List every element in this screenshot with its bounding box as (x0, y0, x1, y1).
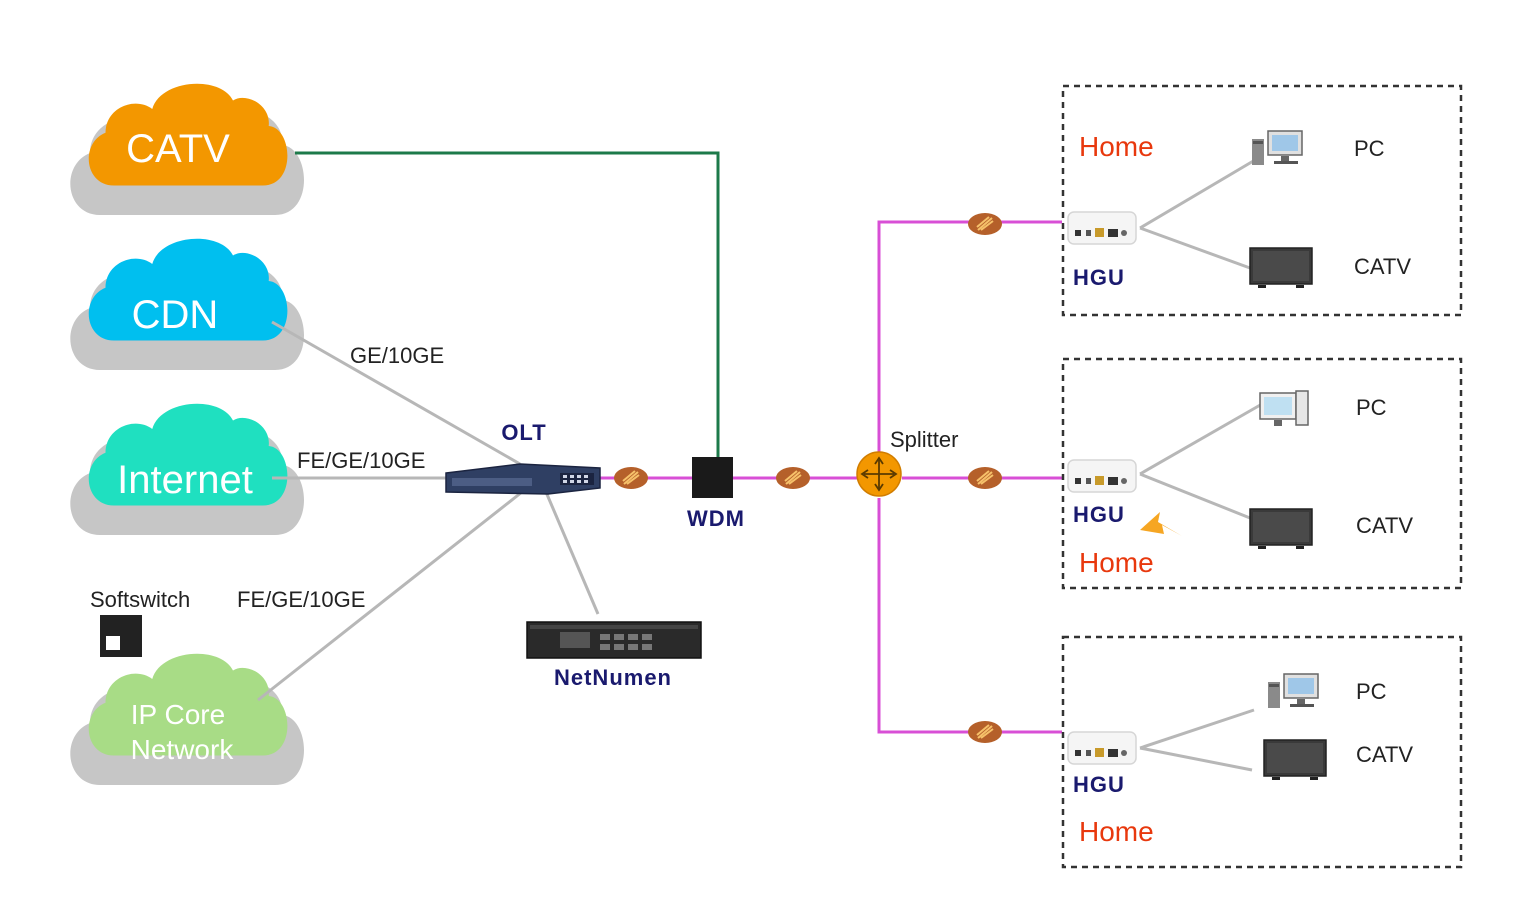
tv-icon (1249, 508, 1313, 550)
cdn-link-label: GE/10GE (350, 343, 444, 368)
hgu-icon (1067, 459, 1137, 493)
tv-icon (1263, 739, 1327, 781)
home-label: Home (1079, 816, 1154, 847)
hgu-icon (1067, 211, 1137, 245)
cloud-ipcore: IP Core Network (70, 653, 305, 785)
internet-link-label: FE/GE/10GE (297, 448, 425, 473)
catv-label: CATV (1354, 254, 1411, 279)
home-box-3: HGU Home PC CATV (1061, 635, 1463, 869)
splitter-device: Splitter (856, 427, 958, 497)
netnumen-device: NetNumen (526, 621, 702, 690)
pc-label: PC (1356, 679, 1387, 704)
ipcore-olt-link (257, 490, 523, 702)
olt-label: OLT (501, 420, 546, 445)
home-box-1: Home HGU PC CATV (1061, 84, 1463, 317)
cloud-cdn-label: CDN (132, 293, 219, 337)
fiber-connector-icon (967, 212, 1003, 236)
home-border (1061, 84, 1463, 317)
pc-icon (1267, 673, 1319, 709)
catv-wdm-line (295, 151, 720, 458)
hgu-icon (1067, 731, 1137, 765)
fiber-connector-icon (775, 466, 811, 490)
fiber-connector-icon (613, 466, 649, 490)
catv-label: CATV (1356, 742, 1413, 767)
catv-label: CATV (1356, 513, 1413, 538)
wireless-bolt-icon (1140, 512, 1182, 536)
tv-icon (1249, 247, 1313, 289)
softswitch-label: Softswitch (90, 587, 190, 612)
cloud-internet: Internet (70, 403, 305, 535)
cloud-catv-label: CATV (126, 127, 230, 171)
home-border (1061, 357, 1463, 590)
olt-device: OLT (445, 420, 601, 495)
cloud-catv: CATV (70, 83, 305, 215)
pc-label: PC (1354, 136, 1385, 161)
fiber-connector-icon (967, 720, 1003, 744)
pc-label: PC (1356, 395, 1387, 420)
hgu-label: HGU (1073, 265, 1125, 290)
home-box-2: HGU Home PC CATV (1061, 357, 1463, 590)
cdn-olt-link (271, 320, 521, 466)
pc-icon (1259, 390, 1309, 426)
wdm-device: WDM (687, 457, 745, 531)
wdm-label: WDM (687, 506, 745, 531)
cloud-cdn: CDN (70, 238, 305, 370)
fiber-connector-icon (967, 466, 1003, 490)
olt-netnumen-link (544, 491, 600, 615)
home-border (1061, 635, 1463, 869)
hgu-label: HGU (1073, 772, 1125, 797)
softswitch: Softswitch (90, 587, 190, 657)
hgu-label: HGU (1073, 502, 1125, 527)
splitter-label: Splitter (890, 427, 958, 452)
cloud-ipcore-label-2: Network (131, 734, 235, 765)
netnumen-label: NetNumen (554, 665, 672, 690)
ipcore-link-label: FE/GE/10GE (237, 587, 365, 612)
pc-icon (1251, 130, 1303, 166)
wdm-icon (692, 457, 733, 498)
home-label: Home (1079, 547, 1154, 578)
cloud-ipcore-label-1: IP Core (131, 699, 225, 730)
cloud-internet-label: Internet (117, 458, 253, 502)
home-label: Home (1079, 131, 1154, 162)
